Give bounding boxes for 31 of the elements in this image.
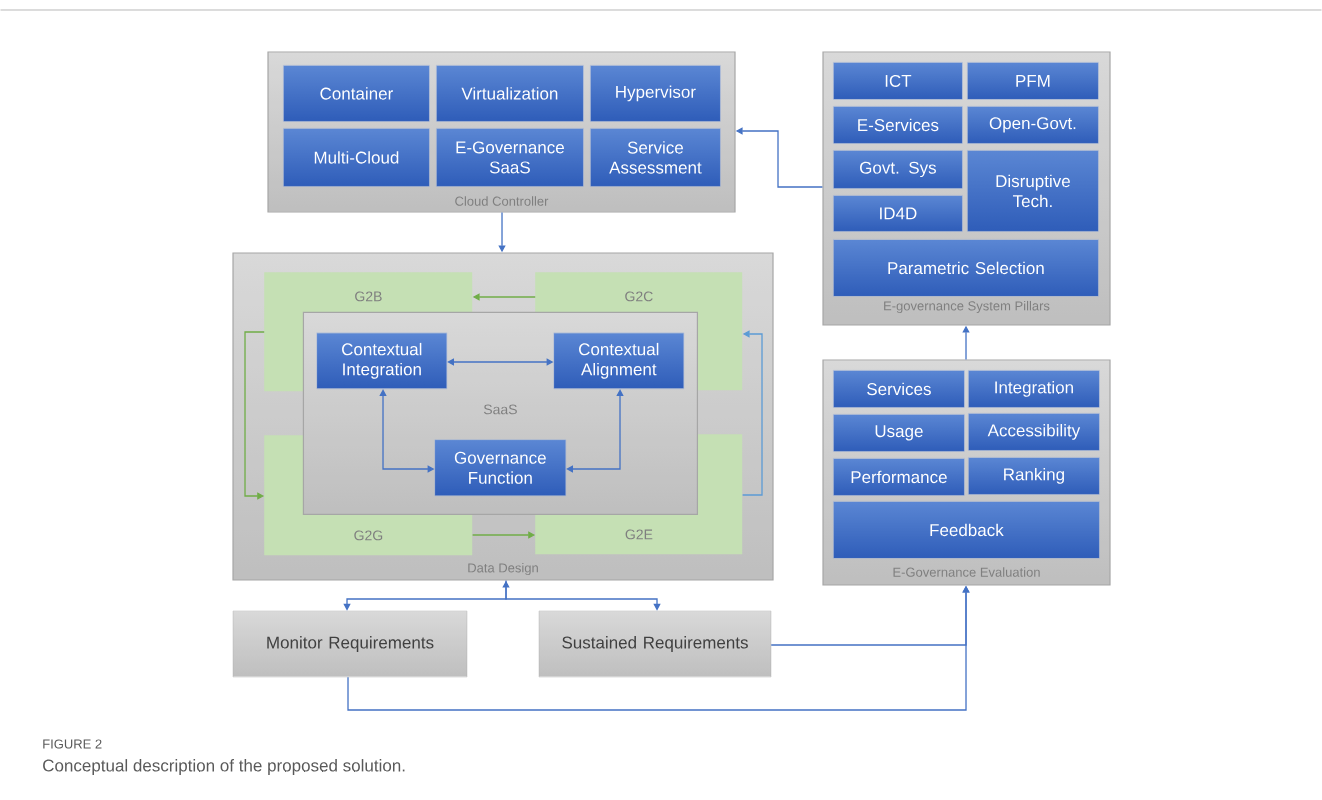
component-box: ID4D (833, 195, 963, 232)
component-box: Multi-Cloud (283, 128, 430, 187)
component-box: Services (833, 370, 965, 408)
caption: Conceptual description of the proposed solution. (43, 759, 405, 775)
component-box: Disruptive Tech. (967, 150, 1099, 232)
connector-arrow (566, 389, 624, 473)
component-box: Accessibility (968, 413, 1100, 451)
component-box: E-Governance SaaS (436, 128, 584, 187)
component-box: Govt. Sys (833, 150, 963, 189)
component-box: Feedback (833, 501, 1100, 559)
component-box: Contextual Alignment (553, 332, 684, 389)
component-box: Performance (833, 458, 965, 496)
component-box: Integration (968, 370, 1100, 408)
component-box: Parametric Selection (833, 239, 1099, 297)
component-box: Open-Govt. (967, 106, 1099, 144)
requirement-box: Monitor Requirements (232, 610, 468, 678)
component-box: Contextual Integration (316, 332, 447, 389)
requirement-box: Sustained Requirements (538, 610, 772, 678)
component-box: ICT (833, 62, 963, 100)
figure-number: FIGURE 2 (43, 739, 102, 749)
component-box: Governance Function (434, 439, 566, 496)
connector-arrow (244, 331, 265, 500)
component-box: Ranking (968, 457, 1100, 495)
component-box: E-Services (833, 106, 963, 144)
component-box: Usage (833, 414, 965, 452)
component-box: PFM (967, 62, 1099, 100)
component-box: Service Assessment (590, 128, 721, 187)
connector-arrow (741, 330, 763, 496)
component-box: Hypervisor (590, 65, 721, 122)
component-box: Virtualization (436, 65, 584, 122)
component-box: Container (283, 65, 430, 122)
